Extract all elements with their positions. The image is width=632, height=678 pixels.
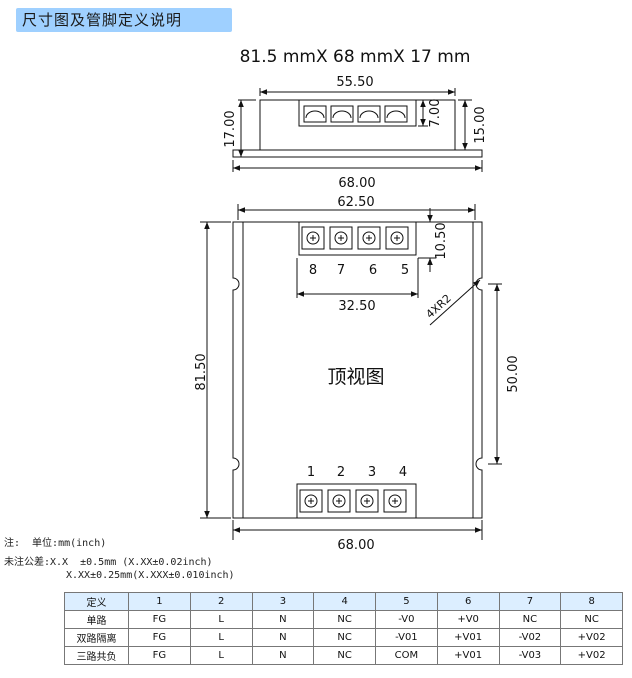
overall-size-label: 81.5 mmX 68 mmX 17 mm	[240, 47, 471, 67]
table-header-row: 定义 1 2 3 4 5 6 7 8	[64, 592, 623, 611]
top-pin-label: 6	[369, 263, 377, 278]
table-header-cell: 1	[128, 592, 191, 611]
top-terminal-block	[298, 221, 417, 256]
table-header-cell: 5	[375, 592, 438, 611]
bottom-pin-label: 2	[337, 465, 345, 480]
dim-side-68-00: 68.00	[338, 176, 375, 191]
table-cell: FG	[128, 610, 191, 629]
table-cell: N	[251, 610, 315, 629]
section-title-band	[16, 8, 232, 32]
table-cell: COM	[375, 646, 438, 665]
table-cell: L	[189, 646, 253, 665]
dim-7-00: 7.00	[428, 99, 443, 128]
table-cell: N	[251, 628, 315, 647]
dim-10-50: 10.50	[434, 222, 449, 259]
dim-55-50: 55.50	[336, 75, 373, 90]
pin-definition-table: 定义 1 2 3 4 5 6 7 8 单路 FG L N NC -V0 +V0 …	[64, 592, 623, 665]
top-view	[200, 204, 502, 540]
bottom-terminal-block	[296, 483, 417, 519]
table-cell: NC	[498, 610, 562, 629]
side-view	[232, 88, 483, 172]
top-pin-label: 7	[337, 263, 345, 278]
dim-62-50: 62.50	[337, 195, 374, 210]
bottom-pin-label: 1	[307, 465, 315, 480]
top-view-label: 顶视图	[327, 366, 384, 388]
table-cell: NC	[313, 628, 376, 647]
dim-32-50: 32.50	[338, 299, 375, 314]
table-cell: +V02	[560, 628, 623, 647]
table-row: 单路 FG L N NC -V0 +V0 NC NC	[64, 610, 623, 629]
table-cell: -V02	[498, 628, 562, 647]
table-header-cell: 2	[189, 592, 253, 611]
table-header-cell: 6	[436, 592, 500, 611]
table-row: 三路共负 FG L N NC COM +V01 -V03 +V02	[64, 646, 623, 665]
table-header-cell: 3	[251, 592, 315, 611]
table-cell: NC	[313, 646, 376, 665]
table-cell: NC	[560, 610, 623, 629]
dim-15-00: 15.00	[473, 106, 488, 143]
section-title: 尺寸图及管脚定义说明	[22, 11, 183, 29]
side-terminal-block	[298, 99, 417, 127]
unit-note: 注: 单位:mm(inch)	[4, 538, 107, 549]
table-cell: +V02	[560, 646, 623, 665]
dim-50-00: 50.00	[506, 355, 521, 392]
dim-81-50: 81.50	[194, 353, 209, 390]
table-cell: FG	[128, 646, 191, 665]
top-pin-label: 5	[401, 263, 409, 278]
table-header-cell: 4	[313, 592, 376, 611]
dimension-drawing: 81.5 mmX 68 mmX 17 mm 55.50 68.00	[194, 47, 521, 553]
table-cell: L	[189, 628, 253, 647]
table-cell: L	[189, 610, 253, 629]
table-header-cell: 7	[498, 592, 562, 611]
table-cell: NC	[313, 610, 376, 629]
bottom-pin-label: 3	[368, 465, 376, 480]
table-row: 双路隔离 FG L N NC -V01 +V01 -V02 +V02	[64, 628, 623, 647]
dim-17-00: 17.00	[223, 110, 238, 147]
table-cell: +V01	[436, 646, 500, 665]
dim-top-68-00: 68.00	[337, 538, 374, 553]
table-cell: 三路共负	[64, 646, 129, 665]
table-cell: 双路隔离	[64, 628, 129, 647]
bottom-pin-label: 4	[399, 465, 407, 480]
table-cell: -V03	[498, 646, 562, 665]
table-header-cell: 定义	[64, 592, 129, 611]
table-cell: N	[251, 646, 315, 665]
table-cell: -V0	[375, 610, 438, 629]
side-base-plate	[232, 149, 483, 158]
table-cell: -V01	[375, 628, 438, 647]
table-header-cell: 8	[560, 592, 623, 611]
table-cell: +V0	[436, 610, 500, 629]
table-cell: +V01	[436, 628, 500, 647]
tolerance-note-1: 未注公差:X.X ±0.5mm (X.XX±0.02inch)	[4, 557, 213, 568]
top-pin-label: 8	[309, 263, 317, 278]
table-cell: 单路	[64, 610, 129, 629]
tolerance-note-2: X.XX±0.25mm(X.XXX±0.010inch)	[66, 570, 235, 581]
table-cell: FG	[128, 628, 191, 647]
